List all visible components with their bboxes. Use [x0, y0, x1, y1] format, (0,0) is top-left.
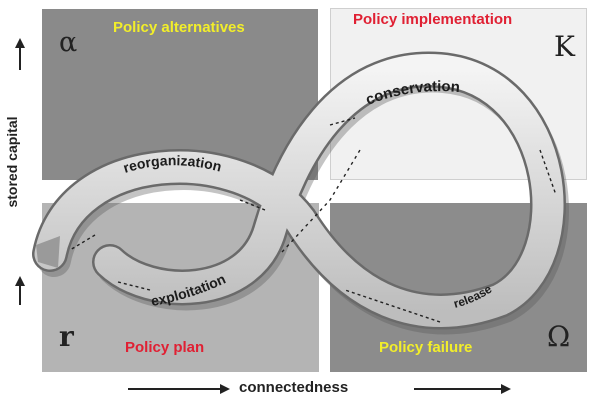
- y-axis-arrowhead-lower: [15, 276, 25, 286]
- x-axis-arrowhead-right: [501, 384, 511, 394]
- loop-tail: [36, 236, 60, 268]
- y-axis-label: stored capital: [4, 116, 20, 208]
- symbol-kappa: K: [554, 30, 575, 63]
- flow-arrow: [539, 149, 557, 196]
- label-policy-failure: Policy failure: [379, 339, 473, 356]
- x-axis-label: connectedness: [239, 379, 349, 396]
- flow-arrow: [281, 149, 361, 253]
- symbol-alpha: α: [59, 27, 78, 58]
- loop-band: [34, 54, 564, 327]
- symbol-r: r: [59, 320, 74, 353]
- flow-arrow: [329, 117, 356, 126]
- flow-arrow: [239, 199, 266, 211]
- label-policy-alternatives: Policy alternatives: [113, 19, 245, 36]
- label-policy-plan: Policy plan: [125, 339, 205, 356]
- label-policy-implementation: Policy implementation: [353, 11, 513, 28]
- x-axis-arrowhead-left: [220, 384, 230, 394]
- symbol-omega: Ω: [547, 320, 571, 353]
- flow-arrow: [344, 289, 441, 323]
- flow-arrow: [69, 234, 96, 251]
- phase-reorganization: reorganization: [121, 152, 223, 176]
- y-axis-arrowhead-upper: [15, 38, 25, 48]
